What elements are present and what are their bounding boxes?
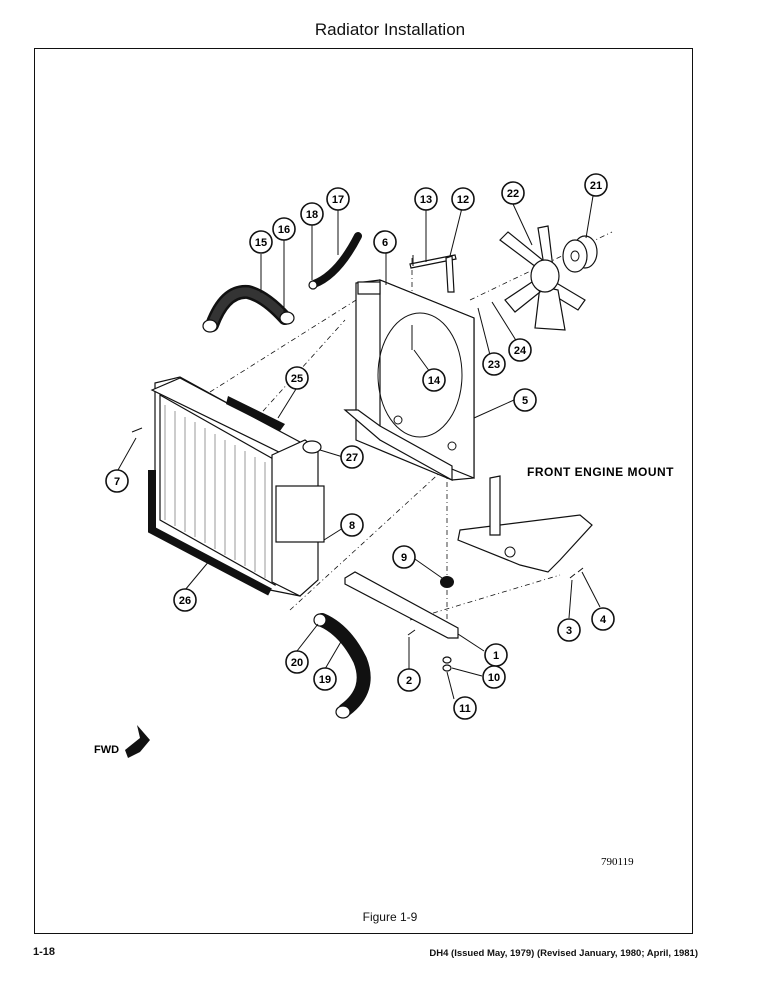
- drawing-number: 790119: [601, 856, 634, 868]
- callout-20: 20: [285, 650, 309, 674]
- callout-16-label: 16: [278, 224, 290, 236]
- figure-frame: [34, 48, 693, 934]
- callout-20-label: 20: [291, 657, 303, 669]
- callout-11: 11: [453, 696, 477, 720]
- callout-19-label: 19: [319, 674, 331, 686]
- callout-11-label: 11: [459, 703, 471, 715]
- callout-1: 1: [484, 643, 508, 667]
- callout-26: 26: [173, 588, 197, 612]
- callout-27: 27: [340, 445, 364, 469]
- callout-17-label: 17: [332, 194, 344, 206]
- callout-21-label: 21: [590, 180, 602, 192]
- lower-hoses: [313, 613, 371, 719]
- callout-2-label: 2: [406, 675, 412, 687]
- callout-10-label: 10: [488, 672, 500, 684]
- callout-23-label: 23: [488, 359, 500, 371]
- callout-9: 9: [392, 545, 416, 569]
- callout-4: 4: [591, 607, 615, 631]
- callout-8-label: 8: [349, 520, 355, 532]
- callout-15-label: 15: [255, 237, 267, 249]
- callout-23: 23: [482, 352, 506, 376]
- callout-10: 10: [482, 665, 506, 689]
- callout-22-label: 22: [507, 188, 519, 200]
- callout-1-label: 1: [493, 650, 499, 662]
- upper-hoses: [202, 232, 362, 333]
- callout-25-label: 25: [291, 373, 303, 385]
- callout-6-label: 6: [382, 237, 388, 249]
- callout-22: 22: [501, 181, 525, 205]
- shroud-bracket: [409, 254, 457, 350]
- callout-7-label: 7: [114, 476, 120, 488]
- callout-24-label: 24: [514, 345, 527, 357]
- callout-14-label: 14: [428, 375, 441, 387]
- callout-25: 25: [285, 366, 309, 390]
- radiator: [131, 376, 325, 597]
- callout-4-label: 4: [600, 614, 607, 626]
- callout-12-label: 12: [457, 194, 469, 206]
- front-engine-mount-label: FRONT ENGINE MOUNT: [527, 465, 674, 479]
- callout-7: 7: [105, 469, 129, 493]
- fwd-arrow-icon: [125, 725, 150, 758]
- page-title: Radiator Installation: [314, 20, 466, 39]
- callout-26-label: 26: [179, 595, 191, 607]
- callout-21: 21: [584, 173, 608, 197]
- fan-shroud: [343, 279, 475, 482]
- callout-8: 8: [340, 513, 364, 537]
- callout-14: 14: [422, 368, 446, 392]
- page-number: 1-18: [33, 946, 56, 958]
- fwd-label: FWD: [94, 744, 119, 756]
- callout-6: 6: [373, 230, 397, 254]
- cooling-fan: [499, 225, 598, 331]
- figure-caption: Figure 1-9: [362, 910, 418, 924]
- callout-3-label: 3: [566, 625, 572, 637]
- leader-lines: [117, 195, 601, 700]
- callout-17: 17: [326, 187, 350, 211]
- callout-15: 15: [249, 230, 273, 254]
- callout-3: 3: [557, 618, 581, 642]
- callout-5: 5: [513, 388, 537, 412]
- callout-13-label: 13: [420, 194, 432, 206]
- callout-18: 18: [300, 202, 324, 226]
- callout-16: 16: [272, 217, 296, 241]
- engine-mount: [344, 475, 593, 672]
- callout-27-label: 27: [346, 452, 358, 464]
- callout-24: 24: [508, 338, 532, 362]
- callout-2: 2: [397, 668, 421, 692]
- callout-12: 12: [451, 187, 475, 211]
- callout-5-label: 5: [522, 395, 528, 407]
- callout-9-label: 9: [401, 552, 407, 564]
- callout-19: 19: [313, 667, 337, 691]
- callout-13: 13: [414, 187, 438, 211]
- issue-line: DH4 (Issued May, 1979) (Revised January,…: [429, 948, 698, 959]
- callout-18-label: 18: [306, 209, 318, 221]
